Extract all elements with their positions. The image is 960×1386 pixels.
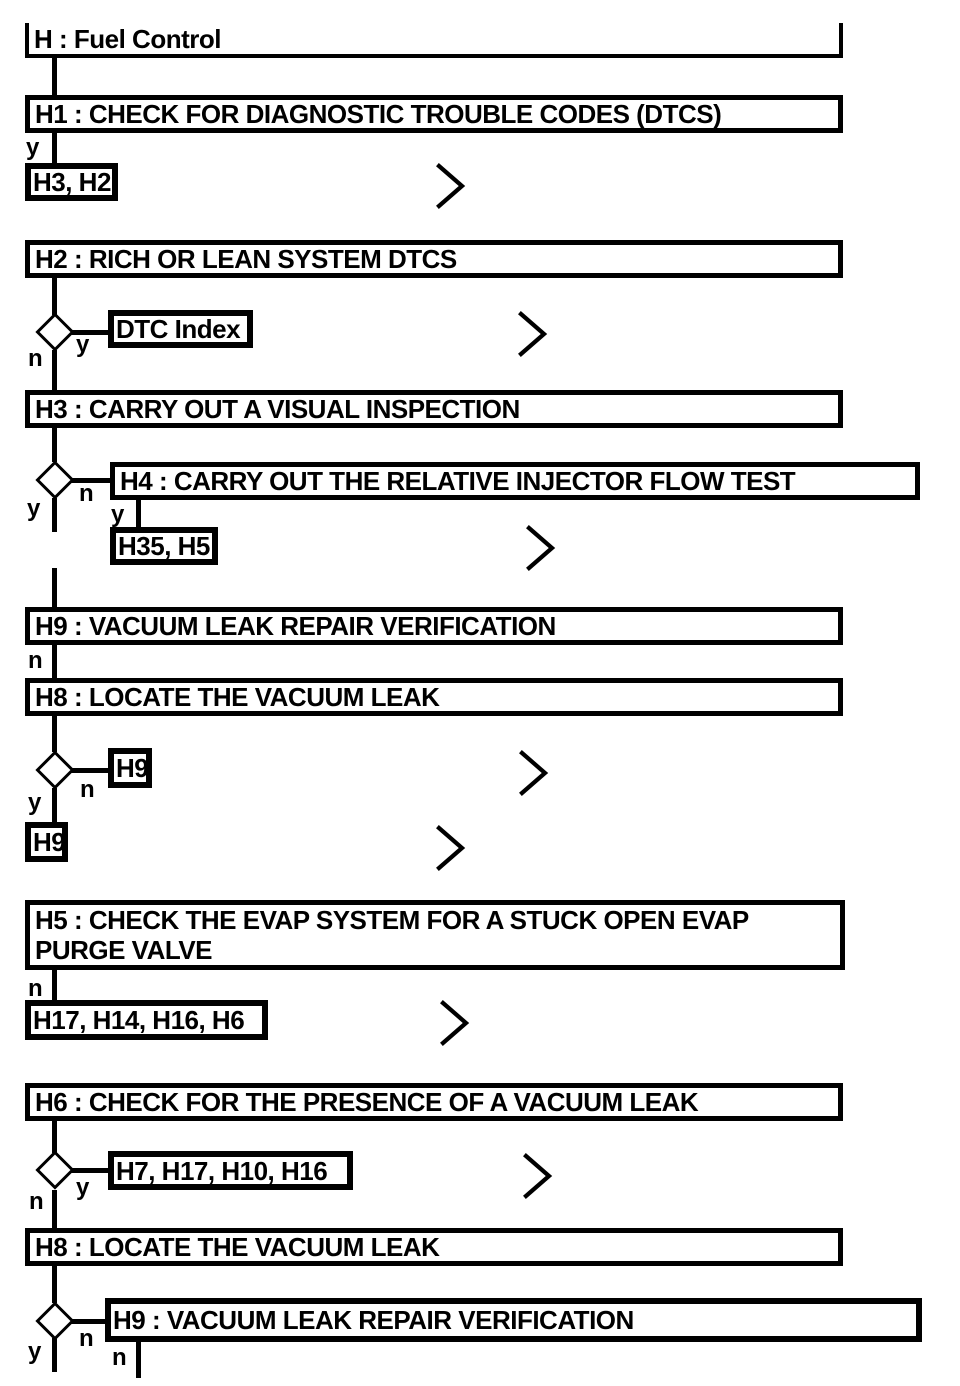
ref-h35-h5[interactable]: H35, H5: [110, 527, 218, 565]
branch-label-no: n: [112, 1344, 127, 1371]
branch-label-yes: y: [76, 1174, 90, 1201]
connector-diamond-h3: [52, 350, 57, 390]
connector-diamond-h4: [70, 478, 112, 483]
decision-diamond-locate: [35, 750, 75, 790]
connector-diamond-h9no: [70, 768, 110, 773]
continue-chevron-icon[interactable]: [526, 525, 556, 571]
node-h8-locate-vacuum-leak[interactable]: H8 : LOCATE THE VACUUM LEAK: [25, 678, 843, 716]
continue-chevron-icon[interactable]: [440, 1000, 470, 1046]
ref-h17-h14-h16-h6[interactable]: H17, H14, H16, H6: [25, 1000, 268, 1040]
connector-h3-diamond: [52, 428, 57, 462]
connector-h4-refs: [136, 500, 141, 527]
node-h2-rich-lean-dtcs[interactable]: H2 : RICH OR LEAN SYSTEM DTCS: [25, 240, 843, 278]
connector-diamond-h9b: [70, 1319, 107, 1324]
branch-label-no: n: [29, 1188, 44, 1215]
ref-h9-yes-branch[interactable]: H9: [25, 822, 68, 862]
branch-label-yes: y: [111, 501, 125, 528]
decision-diamond-visual: [35, 460, 75, 500]
branch-label-yes: y: [28, 1338, 42, 1365]
ref-dtc-index[interactable]: DTC Index: [108, 310, 253, 348]
node-h6-presence-vacuum-leak[interactable]: H6 : CHECK FOR THE PRESENCE OF A VACUUM …: [25, 1083, 843, 1121]
connector-h9-h8: [52, 645, 57, 678]
node-h5-evap-stuck-open[interactable]: H5 : CHECK THE EVAP SYSTEM FOR A STUCK O…: [25, 900, 845, 970]
connector-h2-diamond: [52, 278, 57, 315]
connector-h5-refs: [52, 970, 57, 1000]
connector-root-h1: [52, 58, 57, 95]
branch-label-no: n: [79, 480, 94, 507]
branch-label-no: n: [79, 1325, 94, 1352]
node-h3-visual-inspection[interactable]: H3 : CARRY OUT A VISUAL INSPECTION: [25, 390, 843, 428]
branch-label-no: n: [28, 647, 43, 674]
connector-diamond-h9ref: [52, 788, 57, 822]
branch-label-no: n: [80, 776, 95, 803]
node-h9-leak-repair-verification[interactable]: H9 : VACUUM LEAK REPAIR VERIFICATION: [25, 607, 843, 645]
connector-diamond-bottom: [52, 1338, 57, 1372]
continue-chevron-icon[interactable]: [519, 750, 549, 796]
branch-label-yes: y: [76, 331, 90, 358]
branch-label-no: n: [28, 345, 43, 372]
decision-diamond-locate2: [35, 1301, 75, 1341]
decision-diamond-presence: [35, 1150, 75, 1190]
node-root-fuel-control[interactable]: H : Fuel Control: [25, 23, 843, 58]
ref-h9-no-branch[interactable]: H9: [108, 748, 152, 788]
connector-diamond-h8b: [52, 1190, 57, 1228]
connector-h6-diamond: [52, 1121, 57, 1153]
continue-chevron-icon[interactable]: [523, 1153, 553, 1199]
continue-chevron-icon[interactable]: [436, 163, 466, 209]
continue-chevron-icon[interactable]: [436, 825, 466, 871]
branch-label-no: n: [28, 975, 43, 1002]
branch-label-yes: y: [28, 789, 42, 816]
node-h1-check-dtcs[interactable]: H1 : CHECK FOR DIAGNOSTIC TROUBLE CODES …: [25, 95, 843, 133]
node-h8-locate-vacuum-leak-2[interactable]: H8 : LOCATE THE VACUUM LEAK: [25, 1228, 843, 1266]
connector-h1-refs: [52, 133, 57, 163]
branch-label-yes: y: [27, 495, 41, 522]
ref-h7-h17-h10-h16[interactable]: H7, H17, H10, H16: [108, 1151, 353, 1190]
decision-diamond-dtc: [35, 312, 75, 352]
connector-gap-h9: [52, 568, 57, 607]
connector-diamond-dtc: [70, 330, 110, 335]
ref-h3-h2[interactable]: H3, H2: [25, 163, 118, 201]
connector-h8b-diamond: [52, 1266, 57, 1303]
connector-diamond-h7: [70, 1168, 110, 1173]
node-h4-injector-flow-test[interactable]: H4 : CARRY OUT THE RELATIVE INJECTOR FLO…: [110, 462, 920, 500]
node-h9-leak-repair-verification-2[interactable]: H9 : VACUUM LEAK REPAIR VERIFICATION: [105, 1298, 922, 1342]
connector-h8-diamond: [52, 716, 57, 752]
continue-chevron-icon[interactable]: [518, 311, 548, 357]
connector-h9b-bottom: [136, 1342, 141, 1378]
connector-diamond-gap-top: [52, 498, 57, 532]
branch-label-yes: y: [26, 134, 40, 161]
